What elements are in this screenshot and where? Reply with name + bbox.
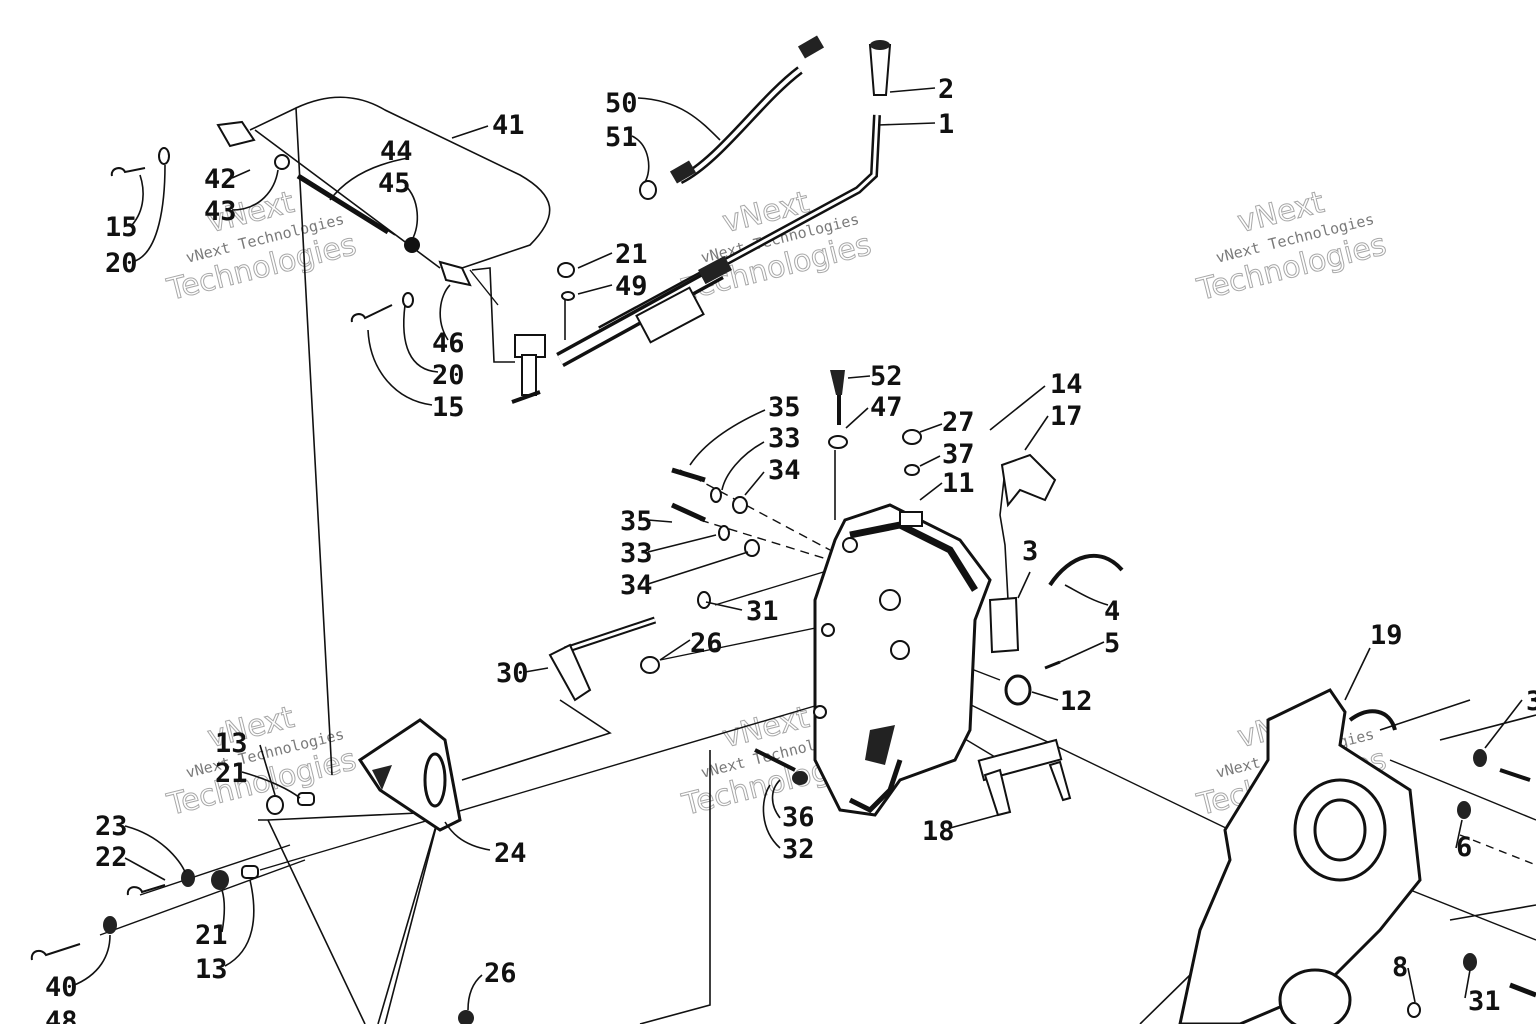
- callout-27: 27: [942, 407, 975, 438]
- callout-1: 1: [938, 109, 954, 140]
- leader-lines: [71, 87, 1523, 1011]
- chaincase-small-parts: [828, 370, 1124, 706]
- callout-21-lower: 21: [195, 920, 228, 951]
- callout-32: 32: [782, 834, 815, 865]
- callout-51: 51: [605, 122, 638, 153]
- callout-20-mid: 20: [432, 360, 465, 391]
- callout-31-mid: 31: [746, 596, 779, 627]
- callout-5: 5: [1104, 628, 1120, 659]
- callout-44: 44: [380, 136, 413, 167]
- callout-46: 46: [432, 328, 465, 359]
- shift-arm: [511, 334, 546, 404]
- callout-12: 12: [1060, 686, 1093, 717]
- callout-13-upper: 13: [215, 728, 248, 759]
- callout-3: 3: [1022, 536, 1038, 567]
- callout-37: 37: [942, 439, 975, 470]
- callout-50: 50: [605, 88, 638, 119]
- callout-23: 23: [95, 811, 128, 842]
- callout-21-upper: 21: [615, 239, 648, 270]
- shift-tube: [556, 255, 732, 368]
- shift-lever: [598, 40, 892, 334]
- callout-20-upper: 20: [105, 248, 138, 279]
- callout-49: 49: [615, 271, 648, 302]
- callout-33-lower: 33: [620, 538, 653, 569]
- callout-30: 30: [496, 658, 529, 689]
- callout-17: 17: [1050, 401, 1083, 432]
- callout-2: 2: [938, 74, 954, 105]
- callout-52: 52: [870, 361, 903, 392]
- callout-21-mid: 21: [215, 758, 248, 789]
- cable-assembly: [639, 35, 825, 200]
- callout-41: 41: [492, 110, 525, 141]
- callout-47: 47: [870, 392, 903, 423]
- callout-18: 18: [922, 816, 955, 847]
- callout-31-lower: 31: [1468, 986, 1501, 1017]
- callout-labels: 50 51 2 1 41 44 45 42 43 15 20 46 20 15 …: [45, 74, 1536, 1024]
- shifter-fork-18: [977, 738, 1072, 817]
- linkage-rod: [216, 120, 472, 287]
- brake-lever-30: [548, 616, 657, 702]
- lower-left-fasteners: [30, 792, 474, 1024]
- callout-3-right: 3: [1526, 686, 1536, 717]
- callout-13-lower: 13: [195, 954, 228, 985]
- mounting-bolts-mid: [640, 467, 808, 785]
- callout-24: 24: [494, 838, 527, 869]
- callout-35-upper: 35: [768, 392, 801, 423]
- callout-26-lower: 26: [484, 958, 517, 989]
- callout-35-lower: 35: [620, 506, 653, 537]
- callout-33-upper: 33: [768, 423, 801, 454]
- callout-43: 43: [204, 196, 237, 227]
- bolts-upper-left: [110, 147, 575, 323]
- callout-15-mid: 15: [432, 392, 465, 423]
- callout-42: 42: [204, 164, 237, 195]
- callout-6: 6: [1456, 832, 1472, 863]
- callout-22: 22: [95, 842, 128, 873]
- callout-40: 40: [45, 972, 78, 1003]
- watermark-3: vNext vNext Technologies Technologies: [1193, 184, 1390, 308]
- callout-48: 48: [45, 1006, 78, 1024]
- callout-15-upper: 15: [105, 212, 138, 243]
- callout-34-lower: 34: [620, 570, 653, 601]
- callout-34-upper: 34: [768, 455, 801, 486]
- callout-19: 19: [1370, 620, 1403, 651]
- callout-11: 11: [942, 468, 975, 499]
- plate-24: [357, 718, 462, 832]
- chaincase-housing: [813, 503, 992, 817]
- callout-45: 45: [378, 168, 411, 199]
- callout-26-mid: 26: [690, 628, 723, 659]
- callout-36: 36: [782, 802, 815, 833]
- gear-housing-19: [1178, 688, 1536, 1024]
- callout-8: 8: [1392, 952, 1408, 983]
- callout-4: 4: [1104, 596, 1120, 627]
- callout-14: 14: [1050, 369, 1083, 400]
